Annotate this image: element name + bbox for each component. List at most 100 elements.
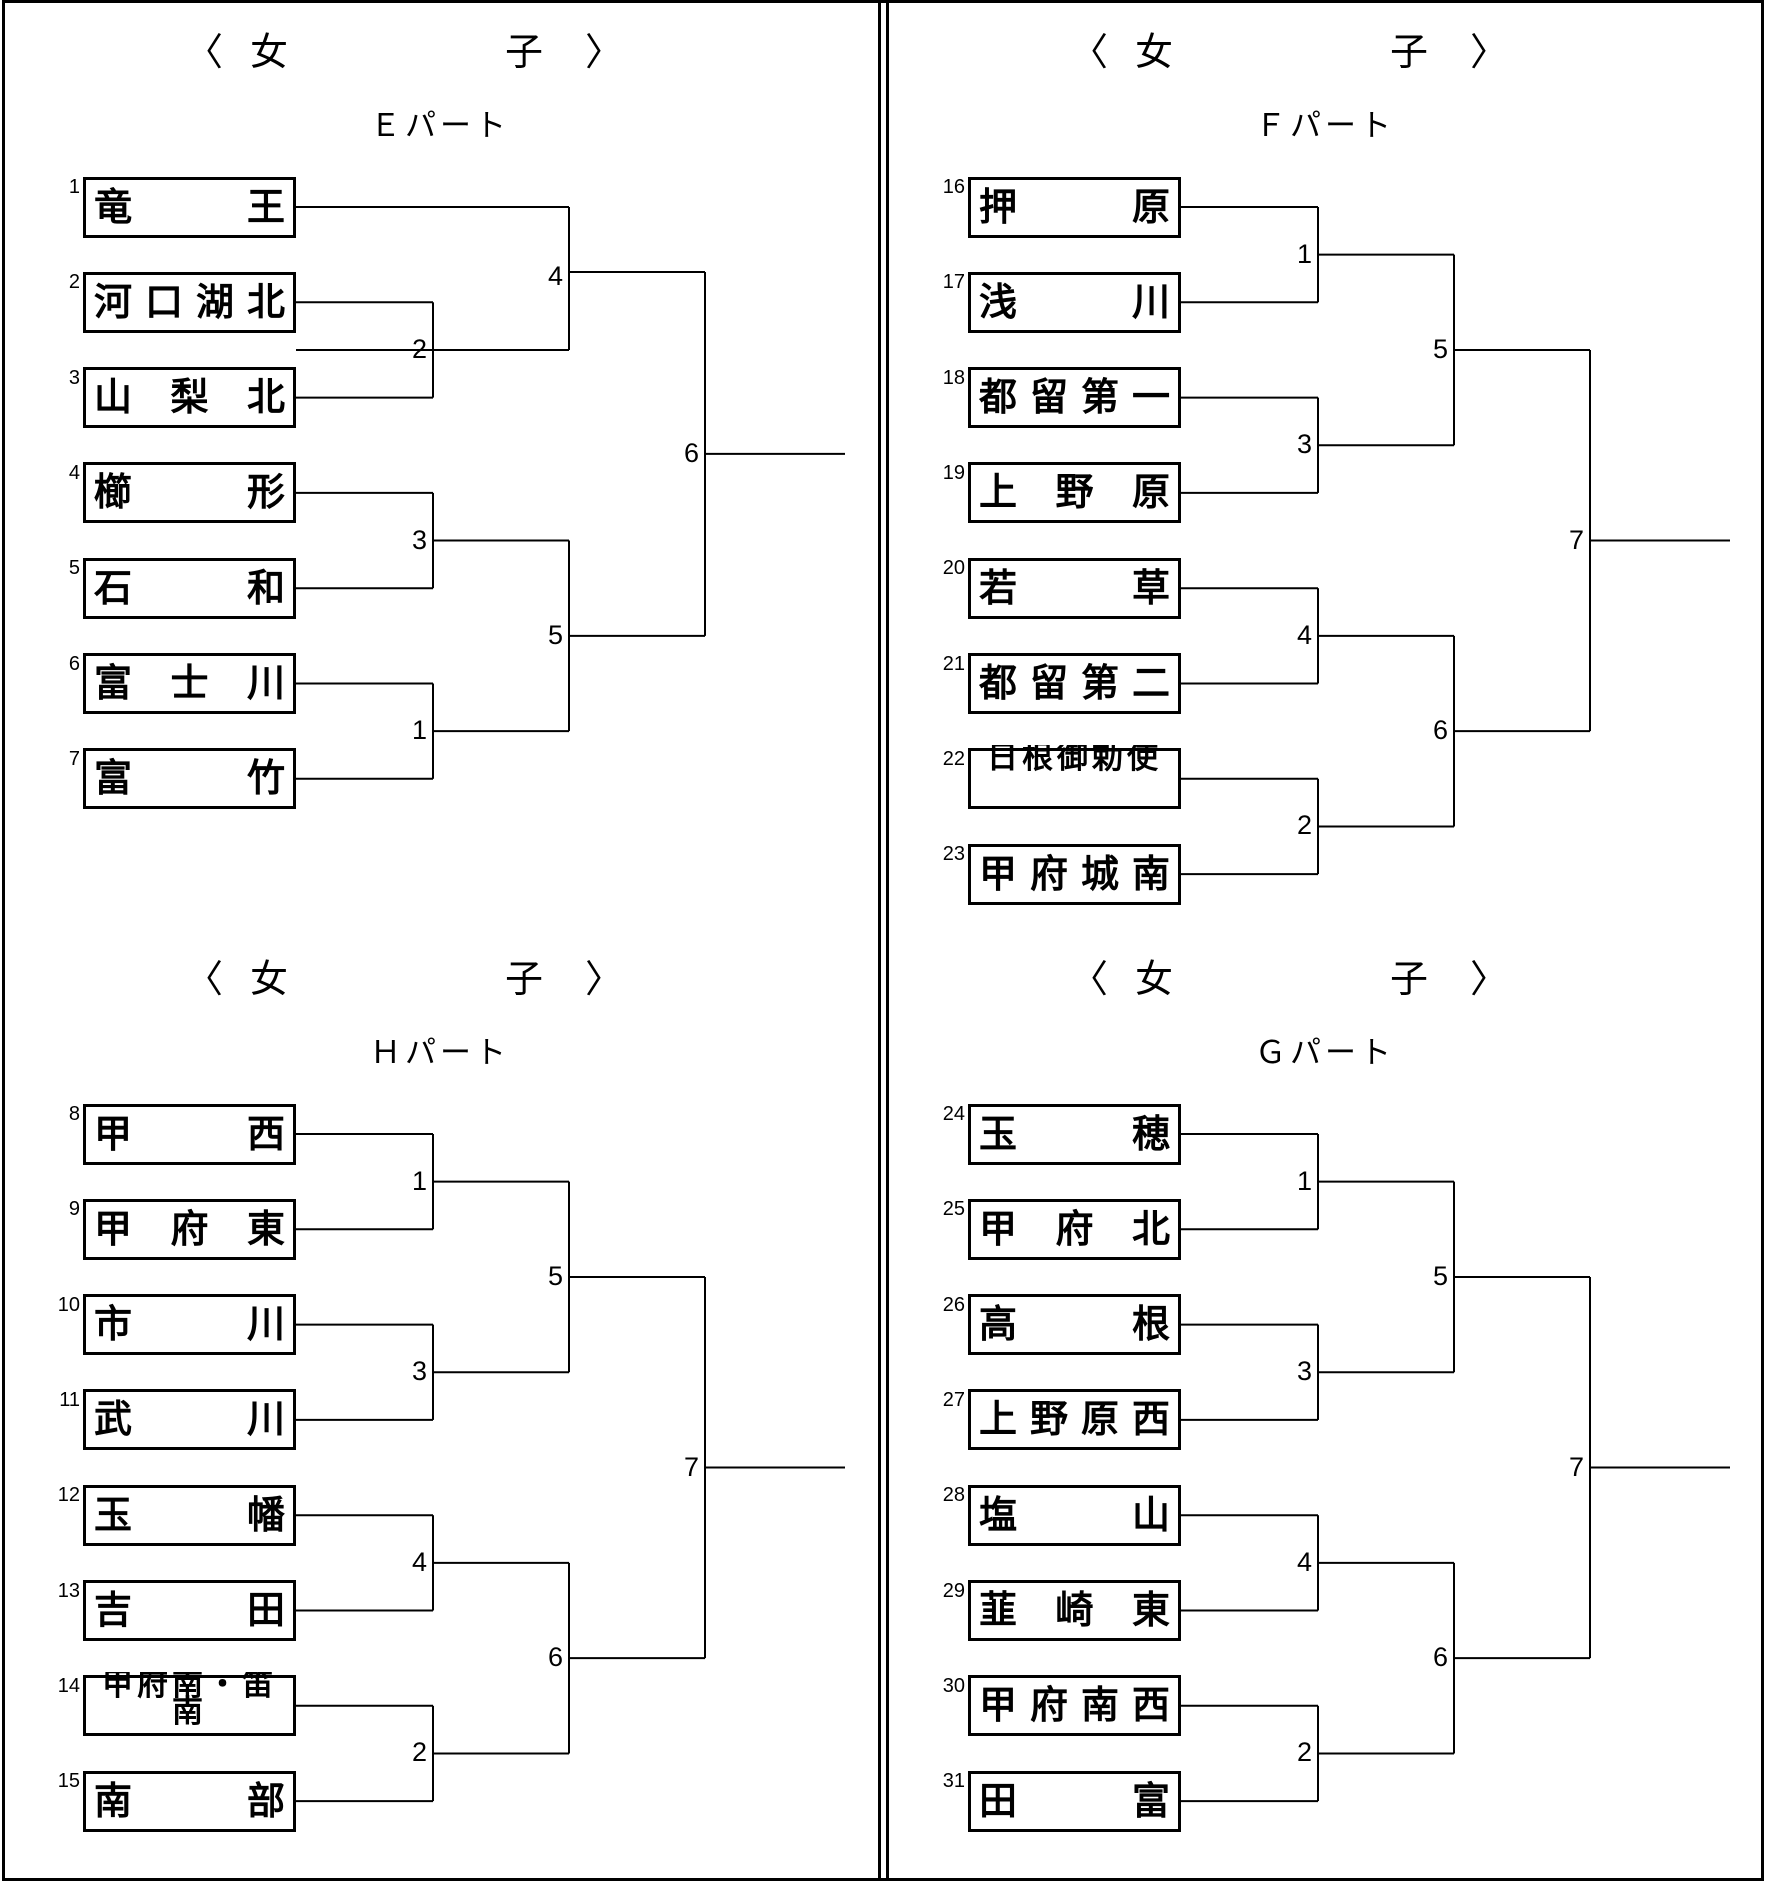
seed-number: 29 [942, 1579, 965, 1602]
panel-title: 〈女子〉 [165, 24, 625, 80]
team-box: 甲府城南 [968, 843, 1181, 905]
panel-title-char: 〈 [185, 30, 224, 74]
team-name: 甲府南・笛南 [102, 1672, 277, 1731]
team-name: 櫛形 [94, 470, 285, 515]
seed-number: 25 [942, 1198, 965, 1221]
part-name: Ｇパート [1255, 1035, 1395, 1071]
team-box: 甲府東 [83, 1198, 296, 1260]
team-name: 甲府南西 [979, 1683, 1170, 1728]
seed-number: 21 [942, 652, 965, 675]
panel-title-char: 〉 [585, 30, 624, 74]
seed-number: 16 [942, 176, 965, 198]
team-name: 韮崎東 [979, 1588, 1170, 1632]
match-number: 3 [411, 1356, 427, 1387]
seed-number: 24 [942, 1103, 965, 1125]
panel-title-char: 〉 [1470, 30, 1509, 74]
team-name: 河口湖北 [94, 279, 285, 324]
match-number: 3 [1296, 1356, 1312, 1387]
panel-title-char: 女 [1135, 957, 1174, 1001]
seed-number: 30 [942, 1674, 965, 1697]
team-name: 山梨北 [94, 375, 285, 420]
team-box: 甲府南・笛南 [83, 1672, 296, 1737]
team-box: 日根御勅使 [968, 745, 1181, 810]
team-name: 甲西 [94, 1111, 285, 1156]
team-name: 都留第一 [979, 375, 1170, 420]
match-number: 5 [1432, 1260, 1448, 1291]
team-box: 浅川 [968, 271, 1181, 333]
team-box: 田富 [968, 1770, 1181, 1832]
panel-title-char: 子 [505, 957, 544, 1001]
panel-title-char: 子 [1390, 957, 1429, 1001]
match-number: 7 [683, 1451, 699, 1482]
team-name: 塩山 [979, 1492, 1170, 1537]
team-name: 若草 [979, 565, 1170, 610]
part-name: Ｆパート [1255, 108, 1395, 144]
part-name: Ｈパート [370, 1035, 510, 1071]
team-box: 市川 [83, 1294, 296, 1356]
seed-number: 20 [942, 557, 965, 580]
team-name: 上野原西 [979, 1397, 1170, 1442]
match-number: 2 [1296, 1737, 1312, 1768]
bracket-lines [1181, 1133, 1730, 1803]
team-box: 河口湖北 [83, 271, 296, 333]
match-number: 5 [547, 1260, 563, 1291]
team-box: 甲府北 [968, 1198, 1181, 1260]
match-number: 4 [547, 261, 563, 291]
team-name: 南部 [94, 1778, 285, 1823]
team-name: 竜王 [94, 184, 285, 229]
team-box: 塩山 [968, 1484, 1181, 1546]
team-box: 若草 [968, 557, 1181, 619]
match-number: 4 [1296, 1546, 1312, 1577]
panel-title: 〈女子〉 [1050, 24, 1510, 80]
match-number: 5 [1432, 333, 1448, 364]
seed-number: 27 [942, 1388, 965, 1411]
match-number: 7 [1568, 524, 1584, 555]
center-divider-left [878, 0, 881, 1881]
team-name: 押原 [979, 184, 1170, 229]
panel-title-char: 女 [250, 957, 289, 1001]
seed-number: 2 [68, 271, 80, 294]
team-name: 浅川 [979, 279, 1170, 324]
seed-number: 4 [68, 461, 80, 484]
match-number: 7 [1568, 1451, 1584, 1482]
seed-number: 22 [942, 747, 965, 770]
seed-number: 12 [57, 1484, 80, 1507]
match-number: 6 [547, 1642, 563, 1673]
team-name: 甲府北 [979, 1206, 1170, 1251]
team-name: 吉田 [94, 1588, 285, 1632]
seed-number: 15 [57, 1770, 80, 1793]
team-name: 玉穂 [979, 1111, 1170, 1156]
bracket-lines [296, 206, 845, 780]
team-box: 南部 [83, 1770, 296, 1832]
team-box: 竜王 [83, 176, 296, 238]
team-box: 甲府南西 [968, 1675, 1181, 1737]
match-number: 1 [1296, 238, 1312, 269]
panel-title-char: 女 [1135, 30, 1174, 74]
panel-title-char: 〉 [1470, 957, 1509, 1001]
panel-title-char: 〈 [185, 957, 224, 1001]
team-box: 櫛形 [83, 462, 296, 524]
seed-number: 6 [68, 652, 80, 675]
panel-title: 〈女子〉 [1050, 951, 1510, 1007]
match-number: 2 [1296, 810, 1312, 841]
seed-number: 5 [68, 557, 80, 580]
team-name: 富竹 [94, 756, 285, 801]
match-number: 6 [683, 437, 699, 468]
team-box: 武川 [83, 1389, 296, 1451]
match-number: 2 [411, 333, 427, 364]
panel-title-char: 〈 [1070, 30, 1109, 74]
bracket-lines [296, 1133, 845, 1803]
panel-title-char: 〉 [585, 957, 624, 1001]
team-box: 石和 [83, 557, 296, 619]
seed-number: 7 [68, 747, 80, 770]
center-divider-right [886, 0, 889, 1881]
team-box: 玉幡 [83, 1484, 296, 1546]
team-name: 日根御勅使 [987, 745, 1162, 777]
seed-number: 1 [68, 176, 80, 198]
seed-number: 3 [68, 366, 80, 389]
